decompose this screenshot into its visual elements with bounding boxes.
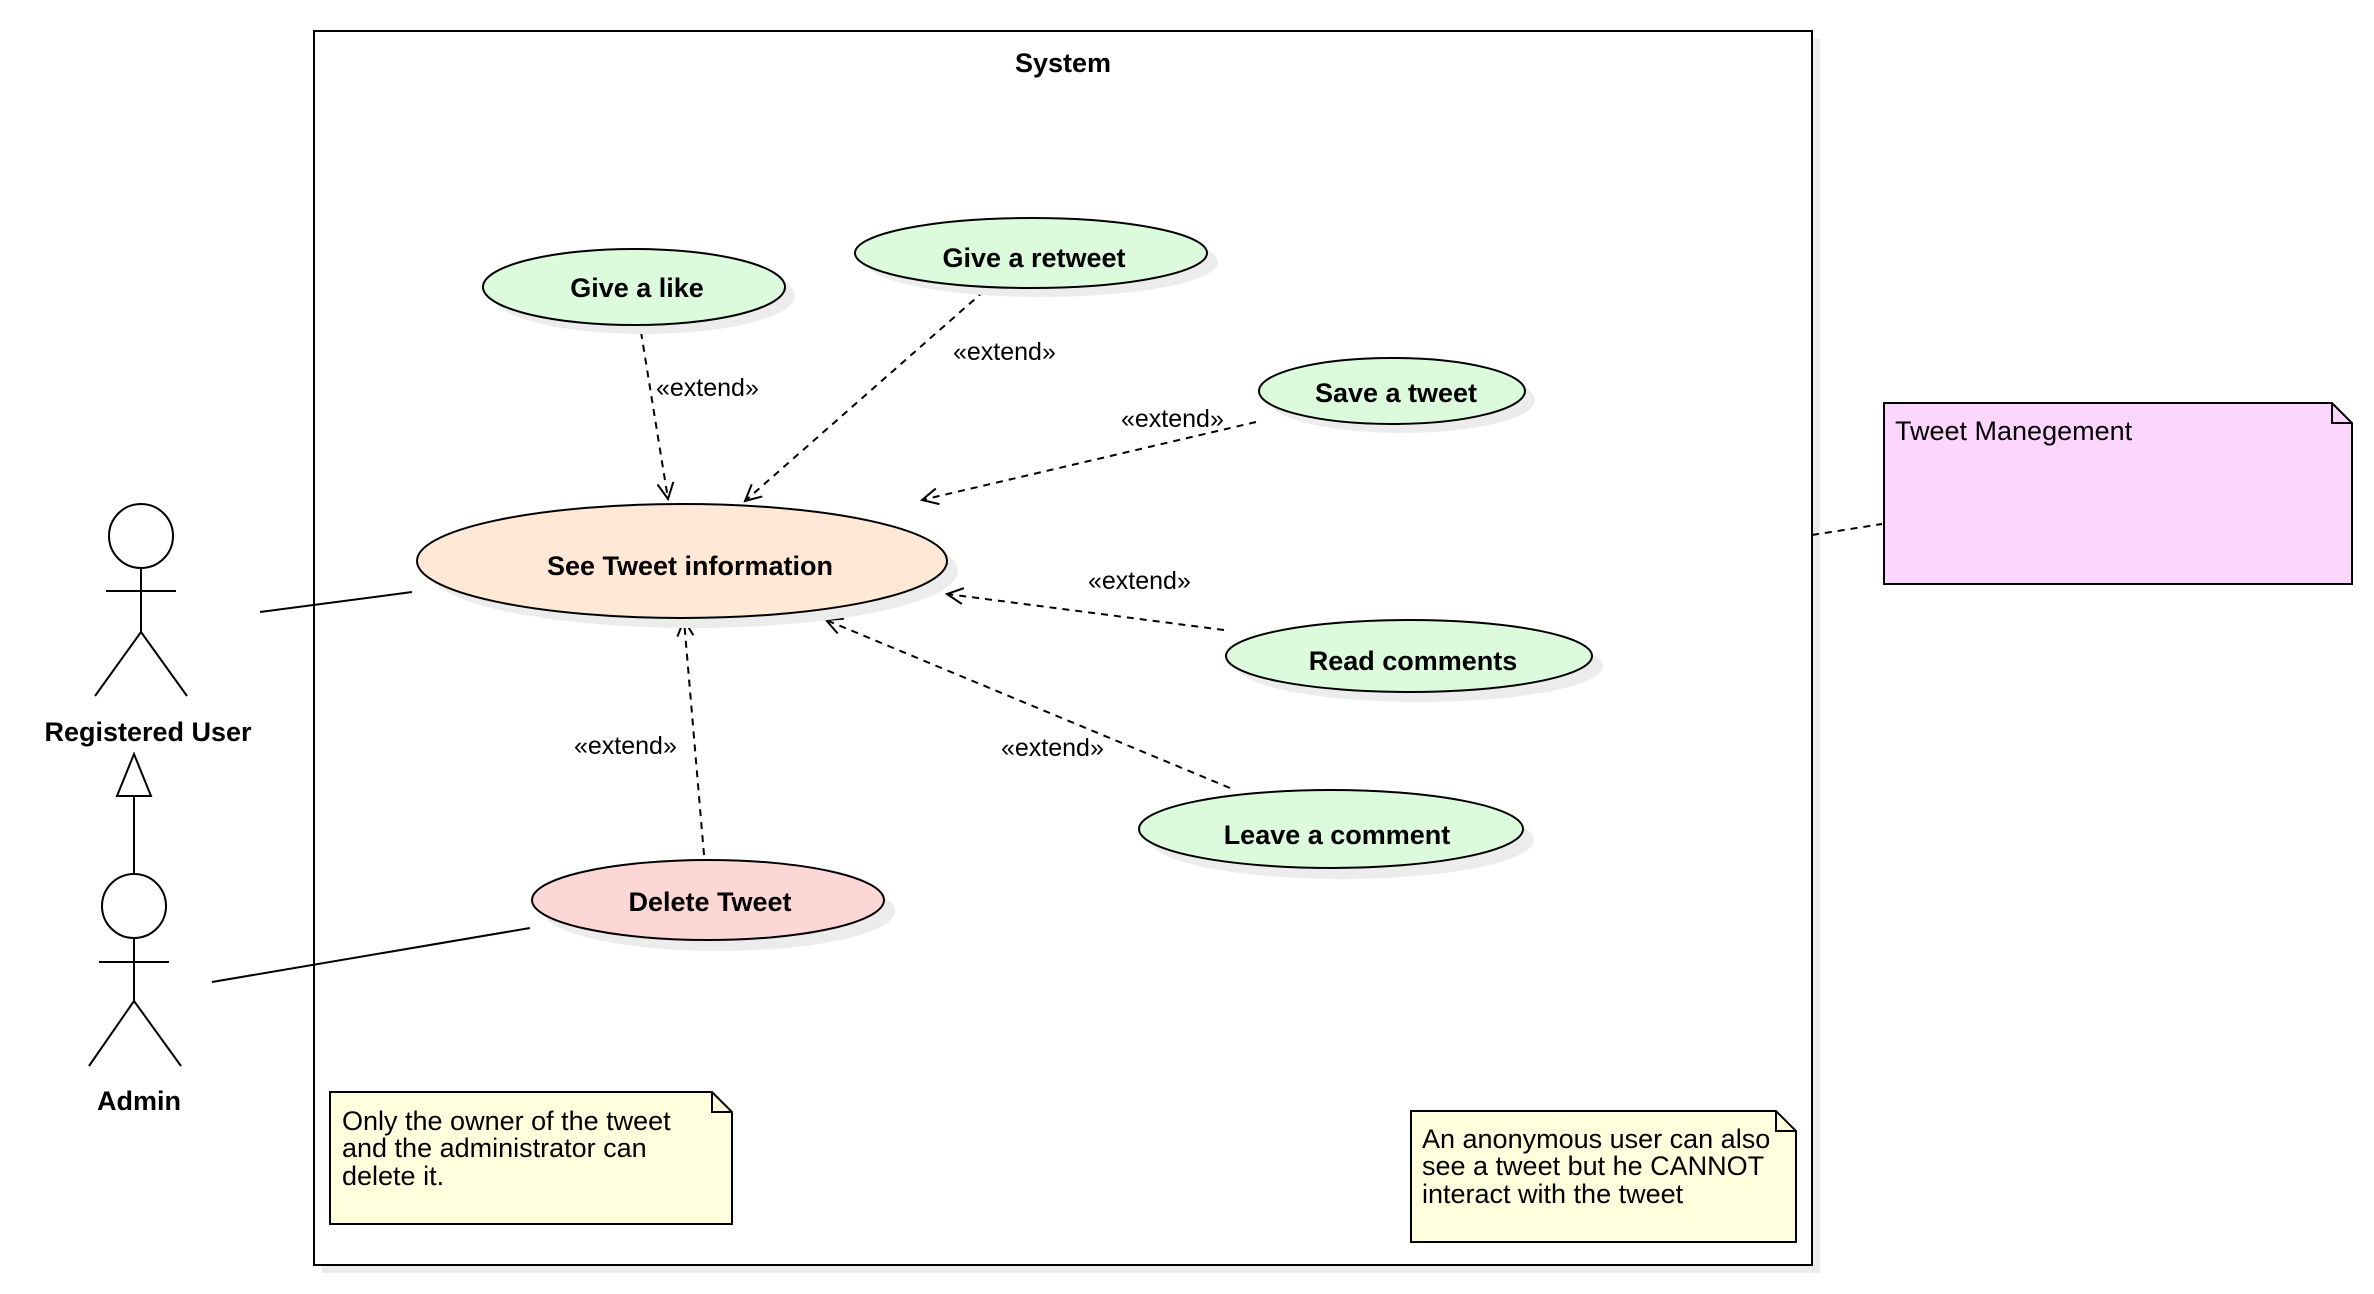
extend-label-delete-tweet: «extend» [574,732,677,760]
extend-label-save-tweet: «extend» [1121,405,1224,433]
note-fold-icon [1775,1111,1796,1132]
extend-label-read-comments: «extend» [1088,567,1191,595]
extend-label-give-retweet: «extend» [953,338,1056,366]
note-connector-tweet-management[interactable] [1811,523,1883,536]
association-admin-delete-tweet[interactable] [211,927,531,983]
use-case-ellipse [854,217,1208,289]
use-case-save-tweet[interactable]: Save a tweet [1258,357,1535,433]
use-case-delete-tweet[interactable]: Delete Tweet [531,859,895,951]
note-owner-line-1: Only the owner of the tweet [342,1106,671,1136]
actor-label-registered-user: Registered User [44,717,252,747]
use-case-read-comments[interactable]: Read comments [1225,619,1603,702]
note-fold-icon [2331,403,2352,424]
use-case-label: Save a tweet [1315,378,1477,408]
note-shape [329,1091,733,1225]
note-shape [1410,1110,1797,1243]
note-anon-line-3: interact with the tweet [1422,1179,1684,1209]
use-case-ellipse [1258,357,1526,425]
note-tweet-management[interactable]: Tweet Manegement [1883,402,2353,585]
system-title: System [1015,48,1111,78]
use-case-give-like[interactable]: Give a like [482,248,795,334]
stick-figure-icon [88,873,182,1067]
use-case-label: Give a like [570,273,704,303]
extend-label-give-like: «extend» [656,374,759,402]
extend-give-like[interactable] [640,331,668,499]
use-case-ellipse [482,248,786,326]
association-registered-user-see-tweet[interactable] [259,591,413,613]
extend-save-tweet[interactable] [922,421,1257,500]
generalization-triangle [115,751,153,797]
use-case-label: Delete Tweet [628,887,791,917]
note-tweet-management-title: Tweet Manegement [1895,416,2133,446]
extend-give-retweet[interactable] [745,290,985,501]
use-case-leave-a-comment[interactable]: Leave a comment [1138,789,1534,879]
use-case-see-tweet-information[interactable]: See Tweet information [416,503,958,628]
note-owner[interactable]: Only the owner of the tweet and the admi… [329,1091,733,1225]
generalization-admin-registered-user[interactable] [115,751,153,873]
note-owner-line-3: delete it. [342,1161,444,1191]
actor-admin[interactable]: Admin [88,873,182,1116]
actor-registered-user[interactable]: Registered User [44,503,252,747]
extend-label-leave-comment: «extend» [1001,734,1104,762]
note-shape [1883,402,2353,585]
note-anon-line-2: see a tweet but he CANNOT [1422,1151,1764,1181]
use-case-label: Read comments [1309,646,1518,676]
stick-figure-icon [94,503,188,697]
use-case-ellipse [1225,619,1593,693]
use-case-give-retweet[interactable]: Give a retweet [854,217,1218,297]
use-case-ellipse [531,859,885,941]
note-anon-line-1: An anonymous user can also [1422,1124,1770,1154]
note-anonymous[interactable]: An anonymous user can also see a tweet b… [1410,1110,1797,1243]
use-case-label: Leave a comment [1224,820,1451,850]
use-case-ellipse [1138,789,1524,869]
system-boundary: System [313,30,1820,1273]
use-case-label: Give a retweet [942,243,1125,273]
extend-leave-comment[interactable] [826,620,1231,789]
extend-delete-tweet[interactable] [684,620,705,856]
use-case-ellipse [416,503,948,619]
note-fold-icon [711,1092,732,1113]
actor-label-admin: Admin [97,1086,181,1116]
use-case-label: See Tweet information [547,551,833,581]
note-owner-line-2: and the administrator can [342,1133,647,1163]
